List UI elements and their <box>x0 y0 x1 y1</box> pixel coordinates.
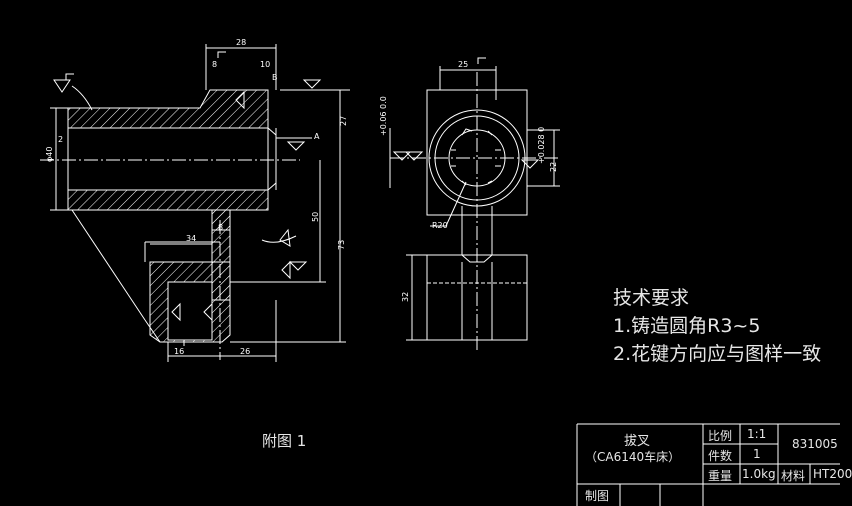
hatch-bottom-wall <box>67 189 269 231</box>
title-block: 拔叉 （CA6140车床） 比例 1:1 件数 1 重量 1.0kg 材料 HT… <box>577 424 852 506</box>
dim-8b: 8 <box>218 223 223 232</box>
dim-8a: 8 <box>212 60 217 69</box>
count-label: 件数 <box>708 449 733 463</box>
part-name: 拔叉 <box>624 434 651 449</box>
scale-label: 比例 <box>708 429 733 443</box>
dimension-labels: 28 8 10 B 2 φ40 27 A 50 73 34 8 16 26 25… <box>45 38 558 356</box>
dim-2: 2 <box>58 135 63 144</box>
material-label: 材料 <box>781 469 806 483</box>
dim-10: 10 <box>260 60 270 69</box>
hatch-top-wall <box>67 89 269 129</box>
drafter-label: 制图 <box>585 489 610 503</box>
count-value: 1 <box>753 447 761 461</box>
dim-tol-left: +0.06 0.0 <box>379 96 388 136</box>
technical-requirements: 技术要求 1.铸造圆角R3~5 2.花键方向应与图样一致 <box>613 284 840 368</box>
section-view <box>40 44 350 362</box>
dim-16: 16 <box>174 347 184 356</box>
dim-a: A <box>314 132 320 141</box>
dim-26: 26 <box>240 347 250 356</box>
weight-label: 重量 <box>708 469 733 483</box>
dim-r20: R20 <box>432 221 448 230</box>
tech-item-2: 2.花键方向应与图样一致 <box>613 343 822 365</box>
material-value: HT200 <box>813 467 852 481</box>
dim-73: 73 <box>337 240 346 250</box>
dim-phi40: φ40 <box>45 147 54 162</box>
machine-name: （CA6140车床） <box>585 450 681 464</box>
dim-27: 27 <box>339 116 348 126</box>
scale-value: 1:1 <box>747 427 767 441</box>
figure-caption: 附图 1 <box>262 432 307 450</box>
side-view <box>389 57 560 350</box>
tech-title: 技术要求 <box>613 287 690 309</box>
dim-tol-right: +0.028 0 <box>537 127 546 164</box>
dim-22: 22 <box>549 162 558 172</box>
dim-25: 25 <box>458 60 468 69</box>
dim-34: 34 <box>186 234 196 243</box>
weight-value: 1.0kg <box>742 467 776 481</box>
dim-28: 28 <box>236 38 246 47</box>
tech-item-1: 1.铸造圆角R3~5 <box>613 315 761 337</box>
dim-32: 32 <box>401 292 410 302</box>
title-block-grid <box>576 423 840 506</box>
dim-b: B <box>272 73 278 82</box>
drawing-number: 831005 <box>792 437 838 451</box>
dim-50: 50 <box>311 212 320 222</box>
